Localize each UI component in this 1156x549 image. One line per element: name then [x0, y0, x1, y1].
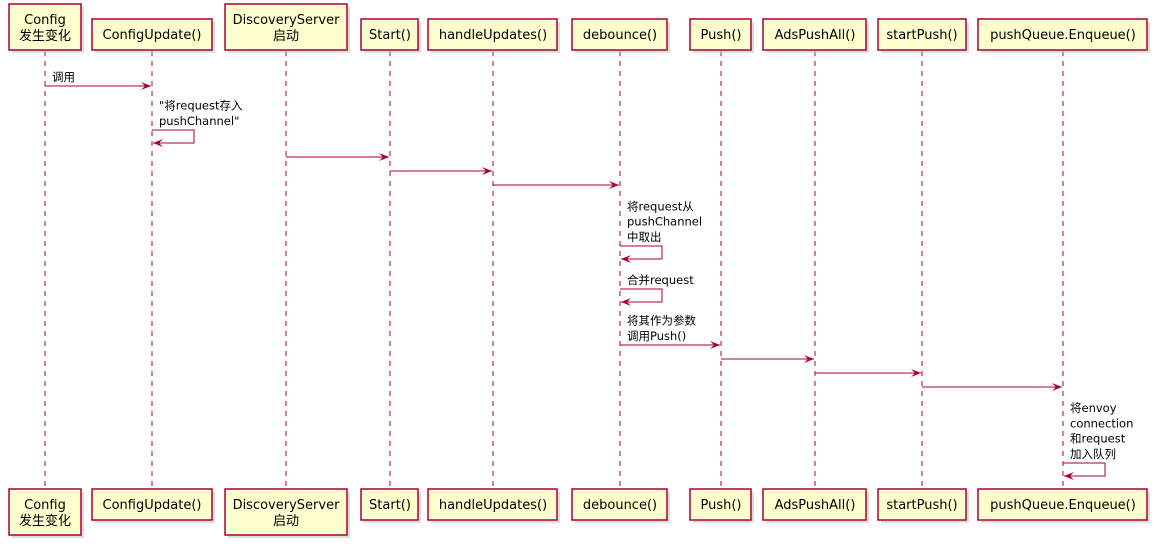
participant-label: DiscoveryServer	[233, 498, 341, 513]
participant-enqueue-top: pushQueue.Enqueue()	[977, 18, 1150, 53]
participant-label: 启动	[273, 514, 299, 529]
participant-push-bottom: Push()	[689, 488, 754, 523]
participant-label: pushQueue.Enqueue()	[990, 498, 1136, 513]
message-label: 将envoy	[1070, 401, 1117, 415]
participant-push-top: Push()	[689, 18, 754, 53]
message-label: 调用Push()	[627, 329, 686, 343]
arrowhead-icon	[911, 369, 921, 377]
self-message-arrow	[1063, 462, 1106, 477]
message-label: 中取出	[627, 230, 662, 244]
participant-debounce-top: debounce()	[571, 18, 670, 53]
participant-label: 发生变化	[19, 28, 71, 44]
message-label: pushChannel	[627, 215, 702, 229]
participant-label: DiscoveryServer	[233, 13, 341, 28]
participant-label: AdsPushAll()	[775, 28, 856, 43]
message-4	[493, 181, 619, 189]
participant-startpush-top: startPush()	[877, 18, 969, 53]
participant-label: Start()	[369, 28, 411, 43]
message-8	[721, 355, 814, 363]
participant-adspushall-bottom: AdsPushAll()	[762, 488, 869, 523]
participant-startpush-bottom: startPush()	[877, 488, 969, 523]
message-9	[815, 369, 921, 377]
message-3	[390, 167, 492, 175]
participant-label: Push()	[700, 498, 741, 513]
message-10	[922, 383, 1062, 391]
message-label: connection	[1070, 416, 1133, 430]
arrowhead-icon	[609, 181, 619, 189]
message-label: 将其作为参数	[627, 314, 696, 328]
participant-start-bottom: Start()	[360, 488, 421, 523]
participant-label: 启动	[273, 29, 299, 44]
participant-configupdate-top: ConfigUpdate()	[91, 18, 215, 53]
message-label: 加入队列	[1070, 447, 1116, 461]
participant-label: debounce()	[583, 498, 657, 513]
message-label: 将request从	[627, 199, 694, 213]
participant-label: 发生变化	[19, 513, 71, 529]
participant-label: startPush()	[886, 28, 957, 43]
message-label: 合并request	[627, 273, 694, 287]
message-6: 合并request	[620, 273, 694, 306]
participant-label: debounce()	[583, 28, 657, 43]
self-message-arrow	[620, 245, 663, 260]
participant-label: ConfigUpdate()	[103, 28, 202, 43]
participant-debounce-bottom: debounce()	[571, 488, 670, 523]
self-message-arrow	[152, 129, 195, 144]
arrowhead-icon	[621, 298, 631, 306]
message-label: pushChannel"	[159, 114, 239, 128]
message-label: "将request存入	[159, 99, 243, 113]
message-label: 和request	[1070, 432, 1126, 446]
arrowhead-icon	[482, 167, 492, 175]
participant-label: Config	[24, 498, 66, 513]
participant-handleupdates-top: handleUpdates()	[427, 18, 560, 53]
participant-start-top: Start()	[360, 18, 421, 53]
message-2	[286, 153, 389, 161]
participant-adspushall-top: AdsPushAll()	[762, 18, 869, 53]
participant-label: ConfigUpdate()	[103, 498, 202, 513]
participant-label: startPush()	[886, 498, 957, 513]
participant-handleupdates-bottom: handleUpdates()	[427, 488, 560, 523]
participant-label: handleUpdates()	[439, 28, 547, 43]
participant-label: pushQueue.Enqueue()	[990, 28, 1136, 43]
participant-label: Start()	[369, 498, 411, 513]
message-0: 调用	[45, 70, 151, 90]
arrowhead-icon	[710, 341, 720, 349]
message-label: 调用	[52, 70, 75, 84]
arrowhead-icon	[141, 82, 151, 90]
participant-enqueue-bottom: pushQueue.Enqueue()	[977, 488, 1150, 523]
participant-label: Push()	[700, 28, 741, 43]
participant-configupdate-bottom: ConfigUpdate()	[91, 488, 215, 523]
participant-label: handleUpdates()	[439, 498, 547, 513]
self-message-arrow	[620, 288, 663, 303]
participant-label: Config	[24, 13, 66, 28]
arrowhead-icon	[379, 153, 389, 161]
arrowhead-icon	[1064, 472, 1074, 480]
participant-label: AdsPushAll()	[775, 498, 856, 513]
arrowhead-icon	[1052, 383, 1062, 391]
arrowhead-icon	[804, 355, 814, 363]
arrowhead-icon	[153, 139, 163, 147]
arrowhead-icon	[621, 255, 631, 263]
